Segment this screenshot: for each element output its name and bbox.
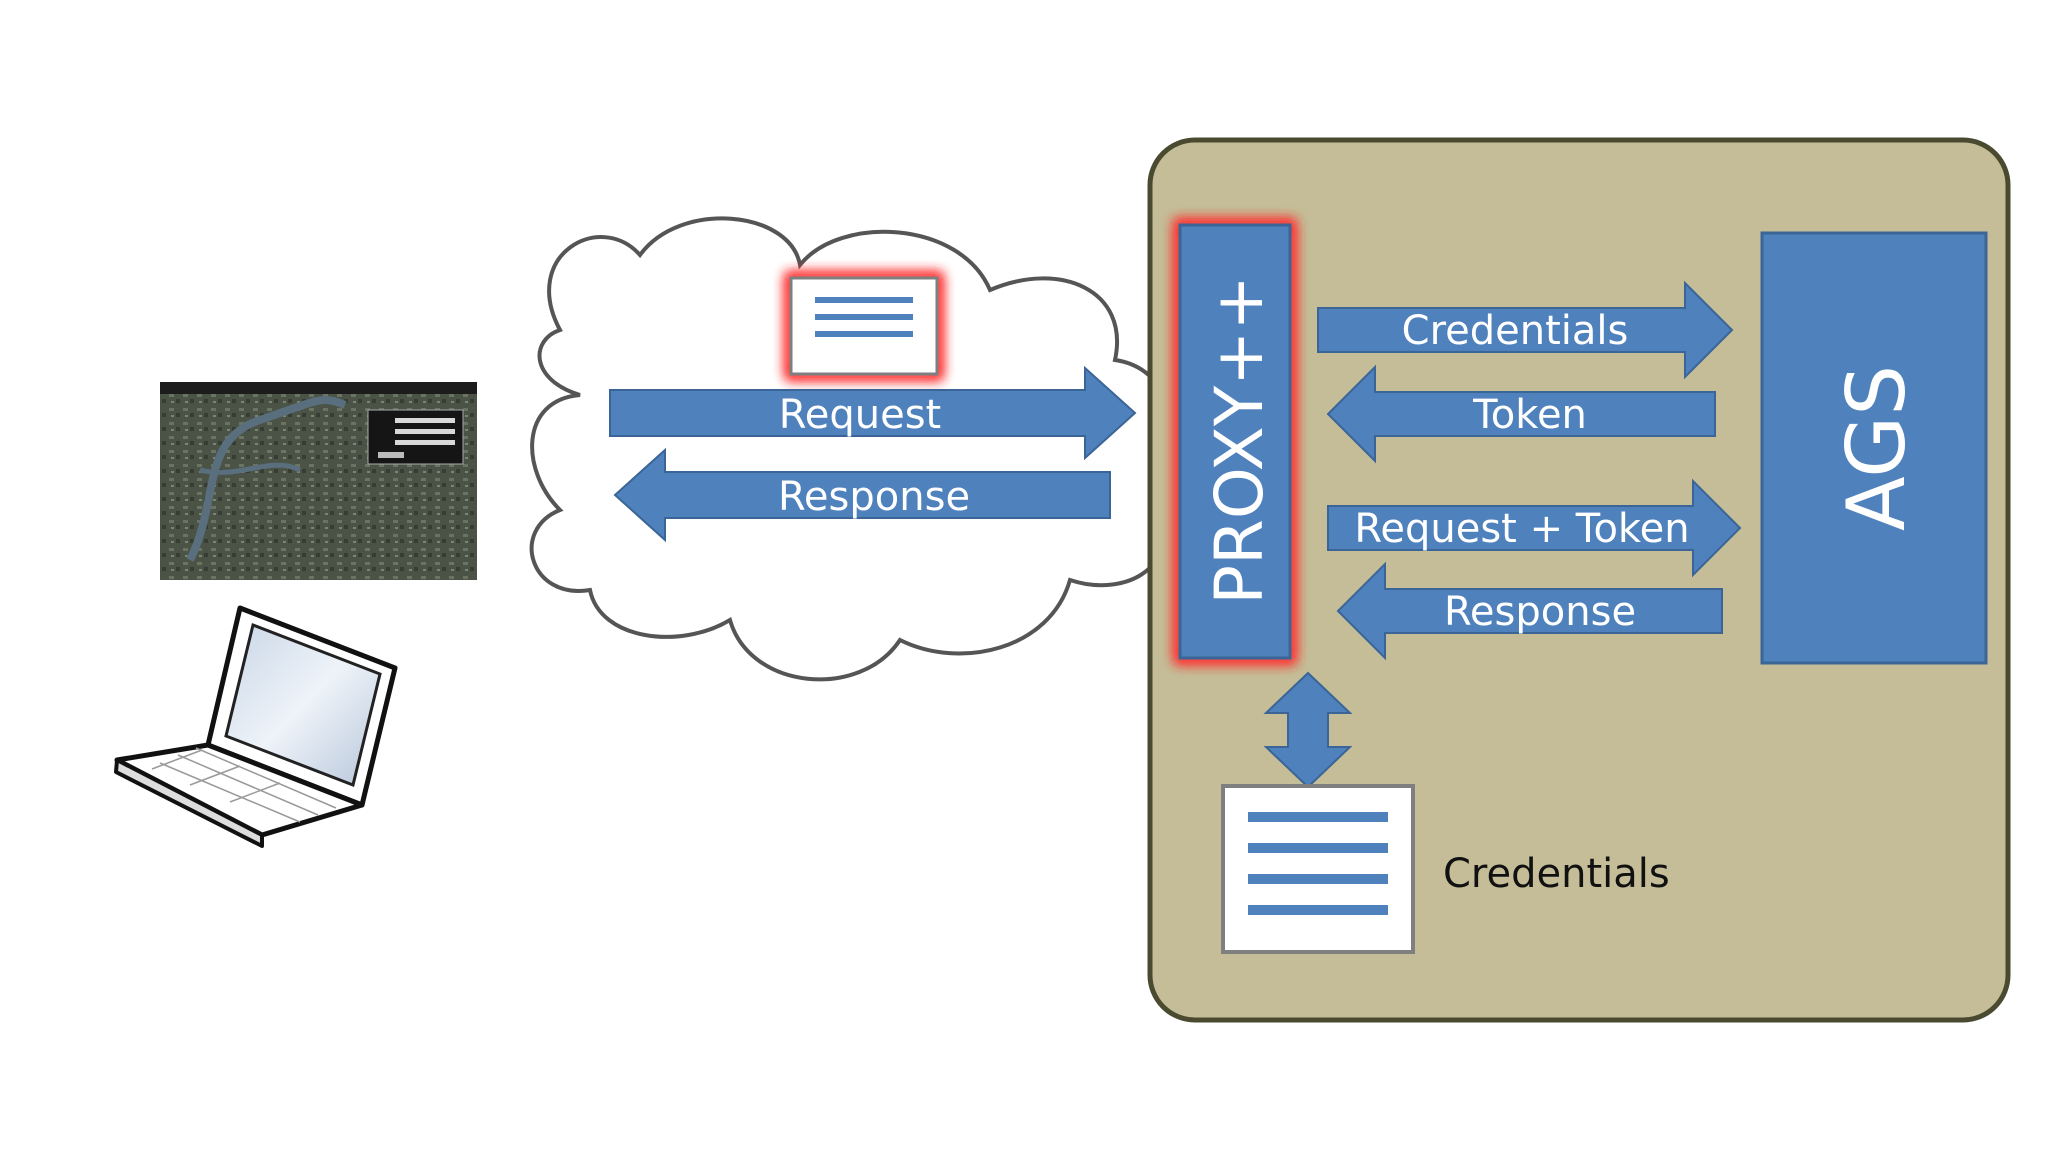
cloud-request-arrow: Request xyxy=(609,365,1137,461)
internet-cloud xyxy=(529,216,1178,682)
request-token-arrow-label: Request + Token xyxy=(1354,506,1689,552)
token-arrow-label: Token xyxy=(1472,392,1587,438)
cloud-request-label: Request xyxy=(779,392,941,438)
ags-label: AGS xyxy=(1830,365,1923,531)
credentials-arrow: Credentials xyxy=(1317,280,1734,380)
token-arrow: Token xyxy=(1326,364,1716,464)
credentials-arrow-label: Credentials xyxy=(1402,308,1629,354)
ags-server-box: AGS xyxy=(1760,231,1988,665)
cloud-response-label: Response xyxy=(778,474,970,520)
proxy-label: PROXY++ xyxy=(1201,275,1278,605)
client-map-screenshot xyxy=(160,382,477,580)
request-token-arrow: Request + Token xyxy=(1327,478,1742,578)
credentials-store-document-icon xyxy=(1221,784,1415,954)
proxy-response-arrow-label: Response xyxy=(1444,589,1636,635)
laptop-icon xyxy=(114,605,398,848)
cloud-request-document-icon xyxy=(786,273,942,379)
cloud-response-arrow: Response xyxy=(613,447,1111,543)
proxy-response-arrow: Response xyxy=(1336,561,1723,661)
proxy-box: PROXY++ xyxy=(1175,220,1295,663)
credentials-store-label: Credentials xyxy=(1443,851,1670,897)
